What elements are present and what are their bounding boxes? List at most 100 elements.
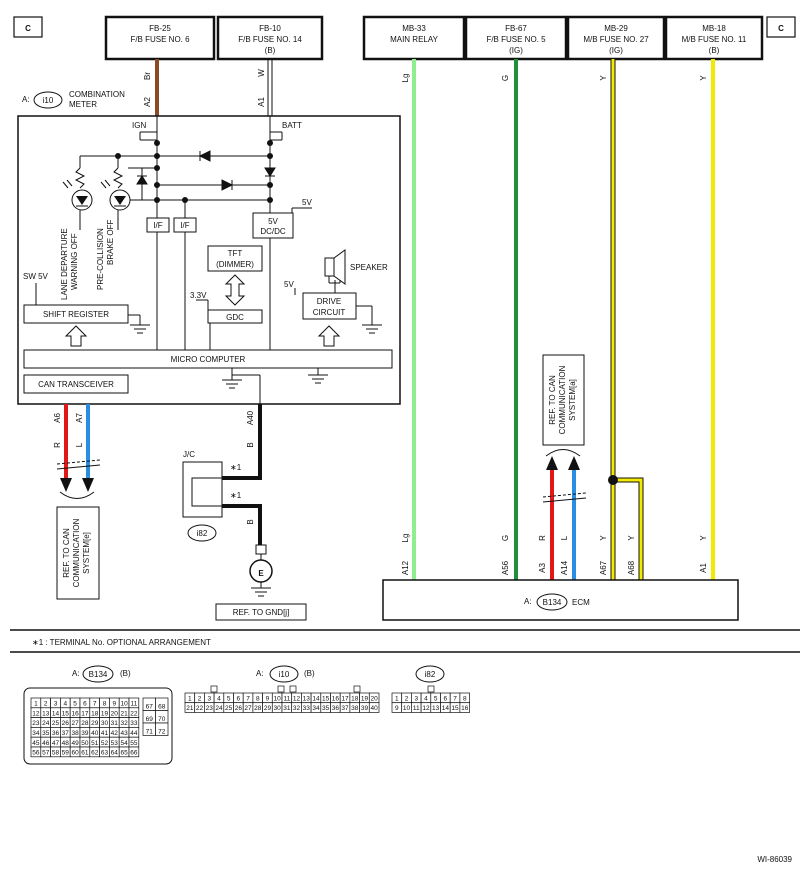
svg-text:Y: Y [699,75,708,81]
b134-pin-label: 63 [101,750,109,757]
svg-text:I/F: I/F [180,221,189,230]
b134-pin-label: 20 [111,710,119,717]
i10-pin-label: 18 [351,696,359,703]
b134-pin-label: 33 [130,720,138,727]
fuse-fb10: FB-10 F/B FUSE NO. 14 (B) [216,15,324,61]
svg-text:Y: Y [699,535,708,541]
b134-pin-label: 61 [81,750,89,757]
b134-pin-label: 50 [81,740,89,747]
i82-pin-label: 6 [444,696,448,703]
svg-text:A67: A67 [599,560,608,575]
corner-mark-left: C [13,16,43,38]
i10-pin-label: 10 [274,696,282,703]
i10-pin-label: 19 [361,696,369,703]
svg-text:∗1: ∗1 [230,463,242,472]
svg-text:A:: A: [524,597,532,606]
i10-pin-label: 33 [303,705,311,712]
svg-text:FB-67: FB-67 [505,24,527,33]
svg-text:MICRO COMPUTER: MICRO COMPUTER [171,355,246,364]
svg-text:COMBINATION: COMBINATION [69,90,125,99]
meter-caption: A: i10 COMBINATION METER [22,90,125,109]
b134-pin-label: 43 [120,730,128,737]
wire-a6-red: A6 R [53,404,72,492]
ground-symbols-meter [130,324,382,389]
i10-key [277,685,285,693]
b134-pin-label: 2 [44,701,48,708]
svg-text:SPEAKER: SPEAKER [350,263,388,272]
svg-text:SHIFT REGISTER: SHIFT REGISTER [43,310,109,319]
ground-e-icon: E [249,544,273,597]
wire-a1-yellow: Y Y A1 [699,59,715,580]
svg-text:Y: Y [599,535,608,541]
svg-text:COMMUNICATION: COMMUNICATION [558,365,567,434]
lane-departure-led-icon [62,167,93,211]
wire-a14-blue: L A14 [560,456,580,580]
i10-pin-label: 5 [227,696,231,703]
meter-inner-labels: IGN BATT [130,118,302,130]
i82-pin-label: 4 [424,696,428,703]
i10-pin-label: 34 [312,705,320,712]
b134-pin-label: 37 [62,730,70,737]
diode-symbols [136,150,276,191]
svg-text:i10: i10 [43,96,54,105]
svg-text:E: E [258,569,264,578]
svg-text:A14: A14 [560,560,569,575]
svg-text:R: R [538,535,547,541]
svg-text:M/B FUSE NO. 11: M/B FUSE NO. 11 [682,35,747,44]
dcdc-converter: 5V DC/DC 5V [252,198,312,239]
fuse-mb33: MB-33 MAIN RELAY [362,15,466,61]
svg-text:i82: i82 [425,670,436,679]
pre-collision-led-icon [100,167,131,211]
svg-text:MAIN RELAY: MAIN RELAY [390,35,439,44]
junction-connector: J/C ∗1 ∗1 i82 [182,450,242,542]
b134-pin-label: 6 [83,701,87,708]
svg-text:(B): (B) [304,669,315,678]
svg-text:A6: A6 [53,413,62,423]
i10-pin-label: 40 [371,705,379,712]
i10-pin-label: 4 [217,696,221,703]
svg-text:REF. TO CAN: REF. TO CAN [548,375,557,425]
combination-meter-box [17,115,401,405]
svg-text:CAN TRANSCEIVER: CAN TRANSCEIVER [38,380,114,389]
b134-pin-label: 52 [101,740,109,747]
i10-pin-label: 30 [274,705,282,712]
b134-pin-label: 4 [63,701,67,708]
lane-departure-label: LANE DEPARTURE [60,228,69,300]
i82-pin-label: 9 [395,705,399,712]
twist-mark-left [56,459,101,499]
i10-pin-label: 28 [254,705,262,712]
twist-mark-right [542,449,587,503]
svg-text:(B): (B) [265,46,276,55]
b134-pin-label: 39 [81,730,89,737]
svg-text:(B): (B) [120,669,131,678]
svg-text:SYSTEM[e]: SYSTEM[e] [82,532,91,574]
svg-text:A:: A: [72,669,80,678]
svg-text:B134: B134 [89,670,108,679]
svg-text:F/B FUSE NO. 5: F/B FUSE NO. 5 [486,35,546,44]
svg-text:DRIVE: DRIVE [317,297,341,306]
svg-text:DC/DC: DC/DC [260,227,286,236]
svg-text:BATT: BATT [282,121,302,130]
b134-pin-label: 3 [54,701,58,708]
i10-pin-label: 14 [312,696,320,703]
svg-text:A2: A2 [143,97,152,107]
i82-pin-label: 3 [414,696,418,703]
i82-pin-label: 5 [434,696,438,703]
wire-a56-green: G G A56 [501,59,518,580]
i10-pin-label: 38 [351,705,359,712]
b134-pin-label: 62 [91,750,99,757]
b134-side-pin-label: 68 [158,703,166,710]
b134-pin-label: 21 [120,710,128,717]
b134-pin-label: 11 [131,701,138,708]
gdc-box: GDC 3.3V [190,291,263,324]
svg-text:ECM: ECM [572,598,590,607]
i10-pin-label: 23 [206,705,214,712]
svg-text:MB-33: MB-33 [402,24,426,33]
b134-pin-label: 55 [130,740,138,747]
b134-side-pin-72 [155,722,169,736]
svg-text:FB-10: FB-10 [259,24,281,33]
svg-text:F/B FUSE NO. 14: F/B FUSE NO. 14 [238,35,302,44]
i82-key [427,685,435,693]
i10-pin-label: 2 [198,696,202,703]
b134-pin-label: 48 [62,740,70,747]
